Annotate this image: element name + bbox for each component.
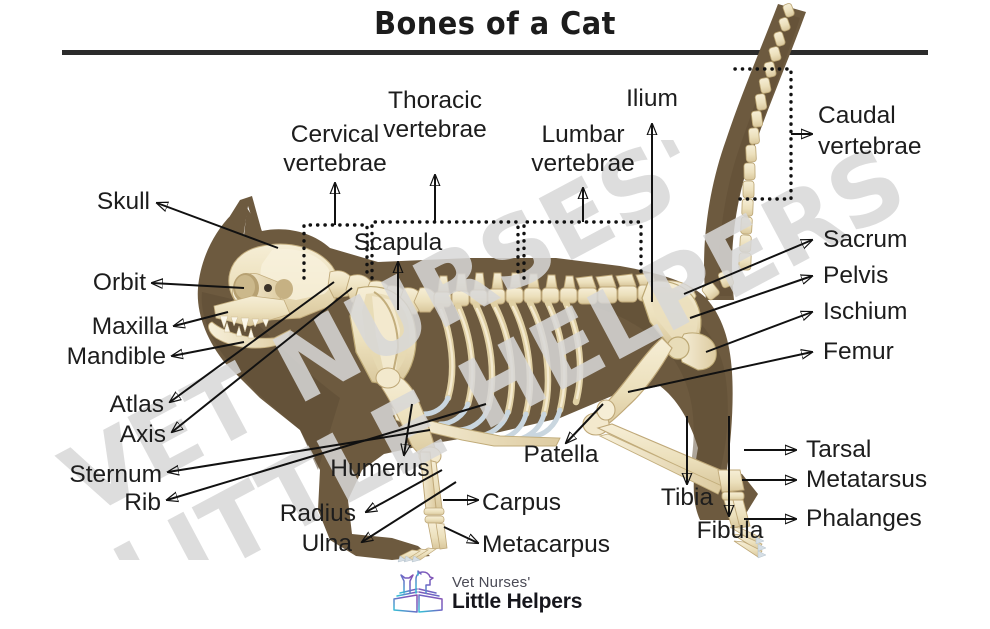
label-humerus: Humerus [330, 455, 430, 482]
label-fibula: Fibula [696, 517, 764, 544]
label-tibia: Tibia [660, 484, 714, 511]
thoracic-vertebrae [433, 272, 578, 308]
label-caudal-line1: Caudal [818, 102, 896, 129]
label-scapula: Scapula [353, 229, 443, 256]
label-rib: Rib [124, 489, 161, 516]
label-atlas: Atlas [109, 391, 164, 418]
label-caudal-line2: vertebrae [818, 133, 922, 160]
label-metacarpus: Metacarpus [482, 531, 611, 558]
logo-top-text: Vet Nurses' [452, 573, 531, 591]
label-phalanges: Phalanges [806, 505, 922, 532]
label-lumbar-line2: vertebrae [531, 150, 635, 177]
rib-highlights [439, 305, 582, 412]
label-thoracic-line1: Thoracic [388, 87, 482, 114]
label-cervical-line2: vertebrae [283, 150, 387, 177]
label-ischium: Ischium [823, 298, 908, 325]
brand-logo[interactable]: Vet Nurses' Little Helpers [392, 566, 604, 618]
label-femur: Femur [823, 338, 894, 365]
open-book-with-cat-and-dog-icon [393, 570, 443, 613]
label-carpus: Carpus [482, 489, 561, 516]
label-lumbar-line1: Lumbar [541, 121, 625, 148]
label-metatarsus: Metatarsus [806, 466, 928, 493]
label-patella: Patella [523, 441, 599, 468]
label-orbit: Orbit [92, 269, 146, 296]
label-tarsal: Tarsal [806, 436, 872, 463]
label-skull: Skull [96, 188, 150, 215]
label-thoracic-line2: vertebrae [383, 116, 487, 143]
logo-bottom-text: Little Helpers [452, 589, 583, 613]
label-ilium: Ilium [626, 85, 678, 112]
label-mandible: Mandible [66, 343, 166, 370]
label-ulna: Ulna [301, 530, 352, 557]
label-axis: Axis [119, 421, 166, 448]
page-title: Bones of a Cat [374, 6, 616, 42]
label-pelvis: Pelvis [823, 262, 889, 289]
label-radius: Radius [279, 500, 356, 527]
label-sternum: Sternum [69, 461, 162, 488]
title-divider [62, 50, 928, 55]
label-cervical-line1: Cervical [290, 121, 380, 148]
label-sacrum: Sacrum [823, 226, 908, 253]
scapula [349, 286, 417, 387]
label-maxilla: Maxilla [91, 313, 168, 340]
